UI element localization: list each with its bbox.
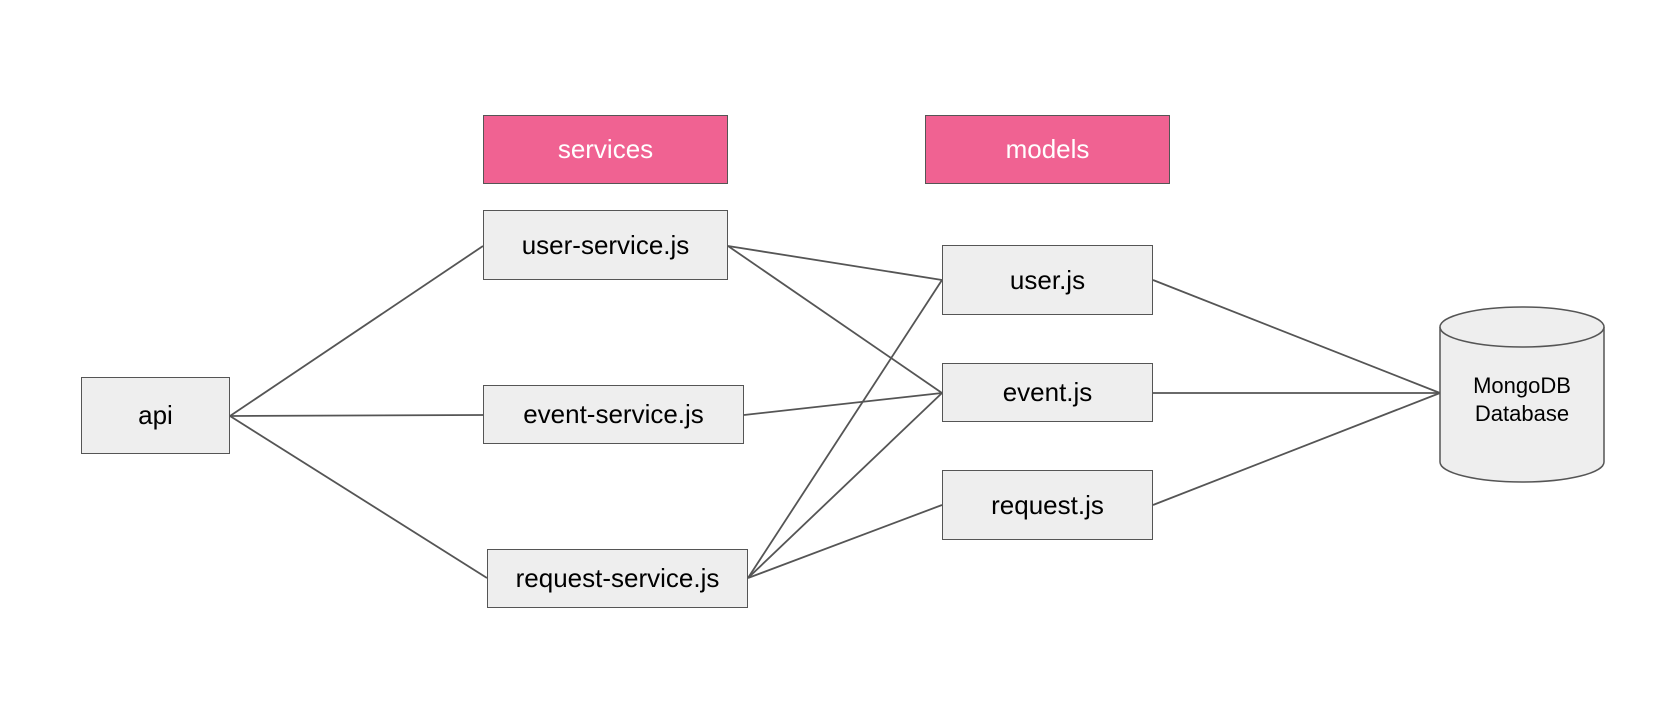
database-cylinder: [1439, 306, 1605, 483]
user-model-node: user.js: [942, 245, 1153, 315]
event-model-node: event.js: [942, 363, 1153, 422]
database-label-line2: Database: [1474, 401, 1570, 426]
api-node: api: [81, 377, 230, 454]
request-model-node: request.js: [942, 470, 1153, 540]
edge-request-service-to-request-model: [747, 504, 943, 579]
edge-api-to-event-service: [229, 414, 484, 417]
edge-api-to-user-service: [229, 245, 484, 417]
edge-request-service-to-event-model: [747, 392, 943, 579]
database-label-line1: MongoDB: [1473, 373, 1571, 398]
request-service-node: request-service.js: [487, 549, 748, 608]
edge-user-service-to-event-model: [727, 245, 943, 394]
edge-user-service-to-user-model: [727, 245, 943, 281]
database-body: [1439, 327, 1605, 483]
connector-lines: [229, 245, 1441, 579]
models-header: models: [925, 115, 1170, 184]
services-header: services: [483, 115, 728, 184]
edge-request-model-to-database: [1152, 392, 1441, 506]
database-top: [1439, 306, 1605, 348]
database-label: MongoDB Database: [1442, 372, 1602, 428]
edge-request-service-to-user-model: [747, 279, 943, 579]
event-service-node: event-service.js: [483, 385, 744, 444]
user-service-node: user-service.js: [483, 210, 728, 280]
edge-user-model-to-database: [1152, 279, 1441, 394]
edge-event-service-to-event-model: [743, 392, 943, 416]
edge-api-to-request-service: [229, 415, 488, 579]
